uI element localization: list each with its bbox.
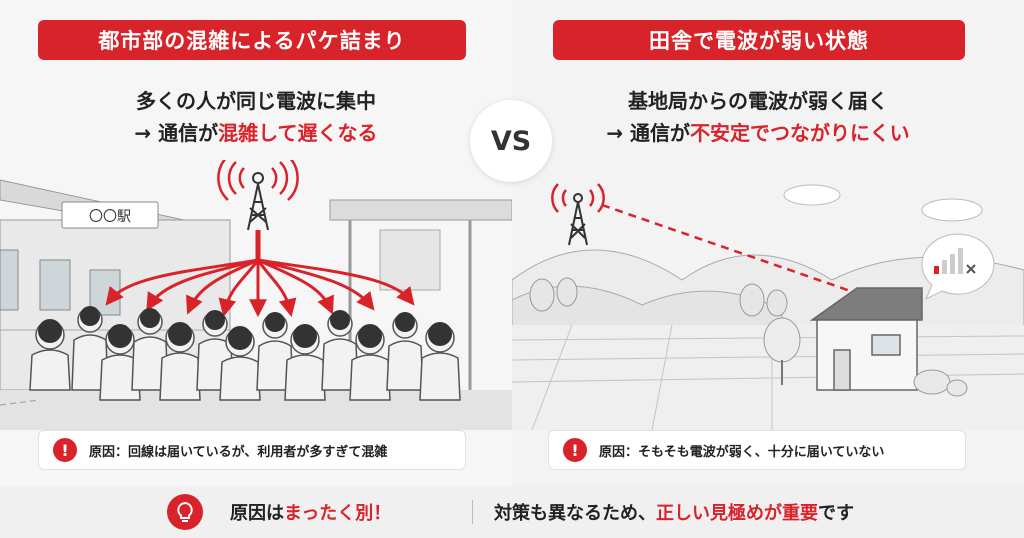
left-headline: 多くの人が同じ電波に集中 → 通信が混雑して遅くなる [36, 85, 476, 149]
right-headline: 基地局からの電波が弱く届く → 通信が不安定でつながりにくい [548, 85, 968, 149]
bottom-left-highlight: まったく別！ [284, 503, 392, 524]
lightbulb-icon [167, 494, 203, 530]
right-headline-line2: → 通信が不安定でつながりにくい [548, 117, 968, 149]
bottom-right-prefix: 対策も異なるため、 [494, 503, 656, 524]
right-cause-text: 原因：そもそも電波が弱く、十分に届いていない [599, 444, 885, 460]
crowded-station-illustration: 〇〇駅 [0, 160, 512, 430]
right-headline-line1: 基地局からの電波が弱く届く [628, 89, 888, 113]
bottom-divider [472, 500, 473, 524]
bottom-summary-bar: 原因はまったく別！ 対策も異なるため、正しい見極めが重要です [0, 486, 1024, 538]
left-banner: 都市部の混雑によるパケ詰まり [38, 20, 466, 60]
right-headline-highlight: 不安定でつながりにくい [690, 121, 910, 145]
rural-weak-signal-illustration [512, 183, 1024, 430]
right-headline-prefix: → 通信が [606, 121, 691, 145]
bottom-right-text: 対策も異なるため、正しい見極めが重要です [494, 486, 854, 538]
left-headline-highlight: 混雑して遅くなる [218, 121, 378, 145]
bottom-left-text: 原因はまったく別！ [230, 486, 391, 538]
right-cause-box: ! 原因：そもそも電波が弱く、十分に届いていない [548, 430, 966, 470]
station-sign: 〇〇駅 [89, 209, 131, 225]
bottom-right-suffix: です [818, 503, 854, 524]
signal-tower-icon [551, 183, 605, 246]
left-headline-line2: → 通信が混雑して遅くなる [36, 117, 476, 149]
right-banner: 田舎で電波が弱い状態 [553, 20, 965, 60]
signal-tower-icon [217, 160, 299, 231]
signal-weak-icon [921, 233, 995, 301]
warning-icon: ! [53, 438, 77, 462]
left-cause-text: 原因：回線は届いているが、利用者が多すぎて混雑 [89, 444, 388, 460]
vs-badge: VS [470, 100, 552, 182]
left-headline-line1: 多くの人が同じ電波に集中 [136, 89, 376, 113]
left-headline-prefix: → 通信が [134, 121, 219, 145]
bottom-right-highlight: 正しい見極めが重要 [656, 503, 818, 524]
bottom-left-prefix: 原因は [230, 503, 284, 524]
warning-icon: ! [563, 438, 587, 462]
left-cause-box: ! 原因：回線は届いているが、利用者が多すぎて混雑 [38, 430, 466, 470]
